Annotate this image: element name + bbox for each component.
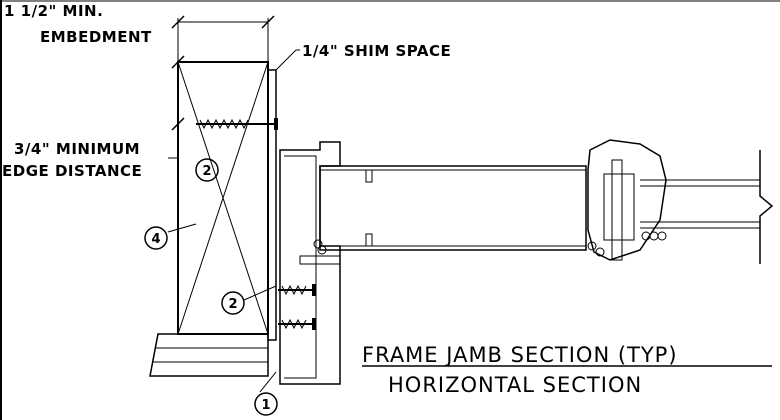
sill-base: [149, 333, 269, 377]
screw-upper: [196, 118, 278, 130]
edge-distance-label-2: EDGE DISTANCE: [2, 162, 142, 180]
frame-jamb-profile: [279, 141, 341, 385]
callout-2-upper-text: 2: [202, 164, 211, 179]
callout-2-upper: 2: [195, 158, 219, 182]
embedment-dimension: [171, 15, 275, 29]
shim-plate: [267, 49, 300, 341]
sash-profile: [587, 139, 667, 261]
wood-buck: [177, 18, 269, 335]
screw-lower-1: [278, 284, 316, 296]
callout-4-text: 4: [151, 232, 160, 247]
embedment-label-1: 1 1/2" MIN.: [4, 2, 103, 20]
shim-space-label: 1/4" SHIM SPACE: [302, 42, 451, 60]
callout-2-lower: 2: [221, 291, 245, 315]
glass-panes: [640, 150, 774, 264]
callout-1-text: 1: [261, 398, 270, 413]
callout-4: 4: [144, 226, 168, 250]
embedment-label-2: EMBEDMENT: [40, 28, 152, 46]
glazing-tube: [313, 165, 587, 255]
callout-1: 1: [254, 392, 278, 416]
section-subtitle: HORIZONTAL SECTION: [388, 373, 642, 397]
leader-lines: [167, 223, 277, 393]
edge-distance-dimension: [168, 55, 185, 159]
screw-lower-2: [278, 318, 316, 330]
section-title: FRAME JAMB SECTION (TYP): [362, 343, 678, 367]
edge-distance-label-1: 3/4" MINIMUM: [14, 140, 140, 158]
callout-2-lower-text: 2: [228, 297, 237, 312]
